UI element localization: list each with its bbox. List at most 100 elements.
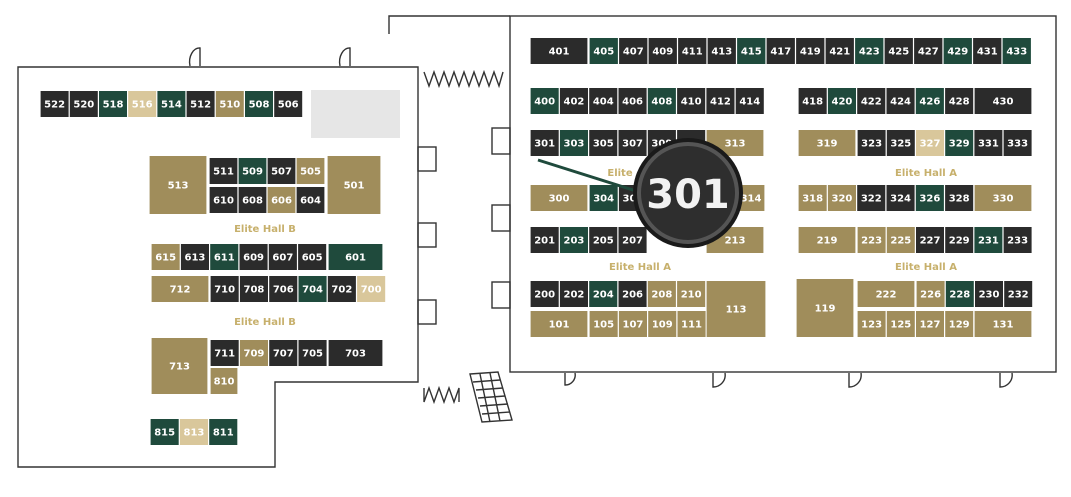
booth-520[interactable]: 520 <box>69 91 98 117</box>
booth-815[interactable]: 815 <box>150 419 179 445</box>
booth-501[interactable]: 501 <box>327 156 381 214</box>
booth-129[interactable]: 129 <box>945 311 974 337</box>
booth-405[interactable]: 405 <box>589 38 618 64</box>
booth-322[interactable]: 322 <box>857 185 886 211</box>
booth-409[interactable]: 409 <box>648 38 677 64</box>
booth-404[interactable]: 404 <box>589 88 618 114</box>
booth-702[interactable]: 702 <box>327 276 356 302</box>
booth-417[interactable]: 417 <box>766 38 795 64</box>
booth-419[interactable]: 419 <box>796 38 825 64</box>
booth-418[interactable]: 418 <box>798 88 827 114</box>
booth-326[interactable]: 326 <box>915 185 944 211</box>
booth-615[interactable]: 615 <box>151 244 180 270</box>
booth-406[interactable]: 406 <box>618 88 647 114</box>
booth-424[interactable]: 424 <box>886 88 915 114</box>
booth-705[interactable]: 705 <box>298 340 327 366</box>
booth-713[interactable]: 713 <box>151 338 208 394</box>
booth-711[interactable]: 711 <box>210 340 239 366</box>
booth-107[interactable]: 107 <box>618 311 647 337</box>
booth-706[interactable]: 706 <box>269 276 298 302</box>
booth-508[interactable]: 508 <box>245 91 273 117</box>
booth-303[interactable]: 303 <box>559 130 588 156</box>
booth-506[interactable]: 506 <box>274 91 303 117</box>
booth-201[interactable]: 201 <box>530 227 559 253</box>
booth-328[interactable]: 328 <box>945 185 974 211</box>
booth-604[interactable]: 604 <box>296 187 325 213</box>
booth-516[interactable]: 516 <box>128 91 157 117</box>
booth-426[interactable]: 426 <box>915 88 944 114</box>
booth-421[interactable]: 421 <box>825 38 854 64</box>
booth-304[interactable]: 304 <box>589 185 618 211</box>
booth-225[interactable]: 225 <box>886 227 915 253</box>
booth-325[interactable]: 325 <box>886 130 915 156</box>
booth-510[interactable]: 510 <box>215 91 244 117</box>
booth-704[interactable]: 704 <box>298 276 327 302</box>
booth-613[interactable]: 613 <box>180 244 209 270</box>
booth-331[interactable]: 331 <box>974 130 1003 156</box>
booth-518[interactable]: 518 <box>99 91 127 117</box>
booth-410[interactable]: 410 <box>677 88 706 114</box>
booth-509[interactable]: 509 <box>238 158 267 184</box>
booth-408[interactable]: 408 <box>647 88 676 114</box>
booth-605[interactable]: 605 <box>298 244 327 270</box>
booth-232[interactable]: 232 <box>1004 281 1033 307</box>
booth-105[interactable]: 105 <box>589 311 618 337</box>
booth-204[interactable]: 204 <box>589 281 618 307</box>
magnifier-callout[interactable]: 301 <box>537 138 743 248</box>
booth-207[interactable]: 207 <box>618 227 647 253</box>
booth-513[interactable]: 513 <box>149 156 207 214</box>
booth-514[interactable]: 514 <box>157 91 186 117</box>
booth-113[interactable]: 113 <box>706 281 766 337</box>
booth-210[interactable]: 210 <box>677 281 706 307</box>
booth-430[interactable]: 430 <box>974 88 1032 114</box>
booth-813[interactable]: 813 <box>179 419 208 445</box>
booth-229[interactable]: 229 <box>945 227 974 253</box>
booth-707[interactable]: 707 <box>269 340 298 366</box>
booth-611[interactable]: 611 <box>210 244 239 270</box>
booth-414[interactable]: 414 <box>735 88 764 114</box>
booth-512[interactable]: 512 <box>186 91 215 117</box>
booth-318[interactable]: 318 <box>798 185 827 211</box>
booth-433[interactable]: 433 <box>1002 38 1031 64</box>
booth-202[interactable]: 202 <box>559 281 588 307</box>
booth-119[interactable]: 119 <box>796 279 854 337</box>
booth-511[interactable]: 511 <box>209 158 238 184</box>
booth-219[interactable]: 219 <box>798 227 856 253</box>
booth-610[interactable]: 610 <box>209 187 238 213</box>
booth-505[interactable]: 505 <box>296 158 325 184</box>
booth-712[interactable]: 712 <box>151 276 209 302</box>
booth-413[interactable]: 413 <box>707 38 736 64</box>
booth-200[interactable]: 200 <box>530 281 559 307</box>
booth-127[interactable]: 127 <box>916 311 944 337</box>
booth-428[interactable]: 428 <box>945 88 974 114</box>
booth-415[interactable]: 415 <box>737 38 766 64</box>
booth-420[interactable]: 420 <box>827 88 856 114</box>
booth-208[interactable]: 208 <box>647 281 676 307</box>
booth-708[interactable]: 708 <box>239 276 268 302</box>
booth-608[interactable]: 608 <box>238 187 267 213</box>
booth-425[interactable]: 425 <box>884 38 913 64</box>
booth-400[interactable]: 400 <box>530 88 559 114</box>
booth-305[interactable]: 305 <box>589 130 618 156</box>
booth-131[interactable]: 131 <box>974 311 1032 337</box>
booth-810[interactable]: 810 <box>210 368 238 394</box>
booth-710[interactable]: 710 <box>210 276 239 302</box>
booth-226[interactable]: 226 <box>916 281 945 307</box>
booth-401[interactable]: 401 <box>530 38 588 64</box>
booth-233[interactable]: 233 <box>1003 227 1032 253</box>
booth-423[interactable]: 423 <box>855 38 884 64</box>
booth-412[interactable]: 412 <box>706 88 735 114</box>
booth-301[interactable]: 301 <box>530 130 559 156</box>
booth-522[interactable]: 522 <box>40 91 69 117</box>
booth-327[interactable]: 327 <box>916 130 944 156</box>
booth-402[interactable]: 402 <box>559 88 588 114</box>
booth-228[interactable]: 228 <box>945 281 974 307</box>
booth-101[interactable]: 101 <box>530 311 588 337</box>
booth-429[interactable]: 429 <box>943 38 972 64</box>
booth-123[interactable]: 123 <box>857 311 886 337</box>
booth-223[interactable]: 223 <box>857 227 886 253</box>
booth-300[interactable]: 300 <box>530 185 588 211</box>
booth-222[interactable]: 222 <box>857 281 915 307</box>
booth-227[interactable]: 227 <box>916 227 944 253</box>
booth-319[interactable]: 319 <box>798 130 856 156</box>
